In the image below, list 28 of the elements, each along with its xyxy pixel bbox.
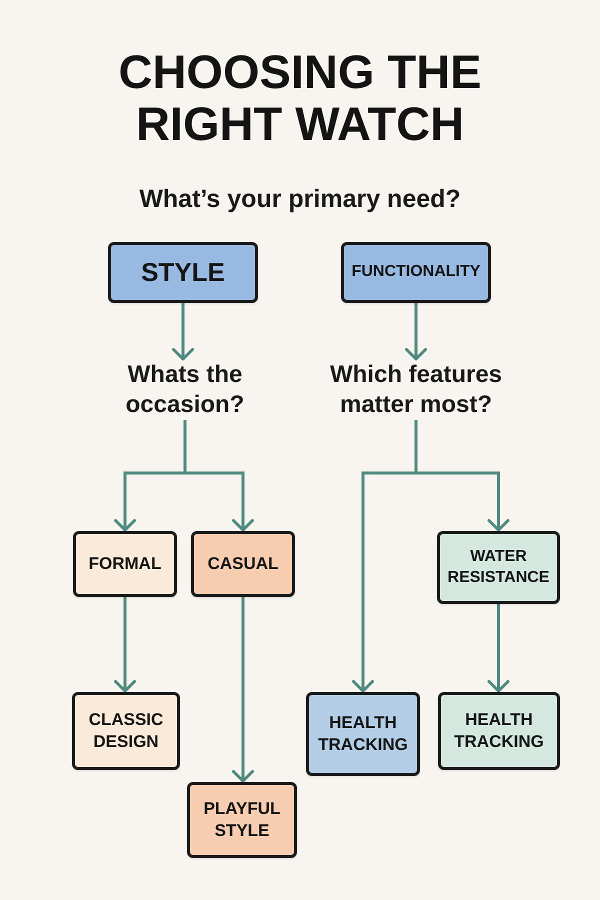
arrow: [172, 303, 194, 360]
option-label: FORMAL: [88, 553, 162, 575]
option-label: HEALTH TRACKING: [317, 712, 409, 756]
option-label: WATER RESISTANCE: [448, 547, 550, 588]
option-box: [73, 531, 177, 597]
option-label: CLASSIC DESIGN: [88, 709, 164, 753]
option-box: [191, 531, 295, 597]
option-box: [341, 242, 491, 303]
question-text: Which features matter most?: [321, 360, 511, 420]
arrow: [232, 597, 254, 782]
arrow: [488, 604, 510, 692]
option-box: [108, 242, 258, 303]
option-label: STYLE: [141, 256, 225, 289]
option-label: PLAYFUL STYLE: [202, 798, 282, 842]
arrow: [405, 303, 427, 360]
option-box: [438, 692, 560, 770]
option-label: CASUAL: [208, 553, 278, 575]
option-box: [437, 531, 560, 604]
option-box: [72, 692, 180, 770]
option-box: [187, 782, 297, 858]
arrow: [414, 420, 510, 532]
prompt-text: What’s your primary need?: [139, 184, 461, 214]
arrow: [114, 597, 136, 692]
title: CHOOSING THE RIGHT WATCH: [118, 46, 482, 150]
option-label: FUNCTIONALITY: [352, 262, 480, 282]
question-text: Whats the occasion?: [113, 360, 257, 420]
option-box: [306, 692, 420, 776]
option-label: HEALTH TRACKING: [453, 709, 545, 753]
